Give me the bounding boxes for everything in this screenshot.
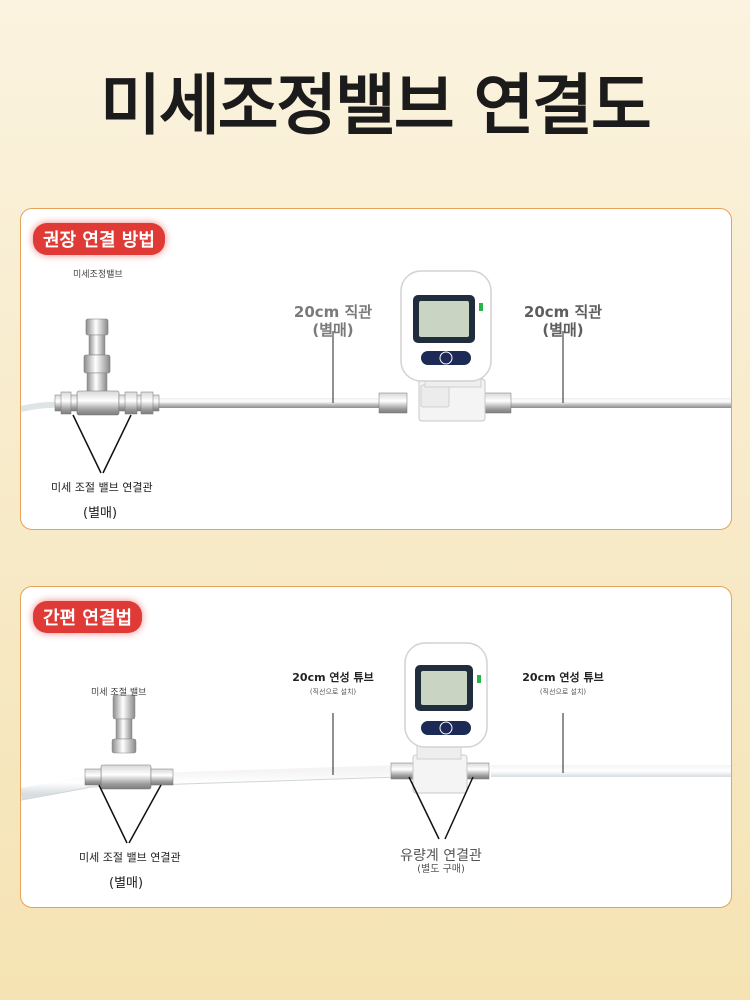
valve-fitting-left [54, 391, 78, 415]
leader-line-connector-right [102, 414, 132, 474]
tube-right-label: 20cm 직관 [523, 303, 603, 321]
leader-line-valve-right [128, 784, 162, 844]
soft-tube-left-edge [21, 776, 400, 801]
meter-connector-label: 유량계 연결관 [400, 848, 482, 864]
page-title: 미세조정밸브 연결도 [100, 67, 651, 144]
connector-sub: (별매) [83, 506, 118, 521]
soft-tube-right-label: 20cm 연성 튜브 [522, 671, 604, 684]
soft-tube-right [491, 765, 731, 777]
needle-valve [76, 318, 120, 416]
needle-valve-simple [84, 694, 174, 790]
steel-pipe-right [509, 398, 731, 408]
meter-fitting-left [378, 392, 408, 414]
tube-left-label: 20cm 직관 [293, 303, 373, 321]
valve-label-simple: 미세 조절 밸브 [91, 688, 147, 698]
tube-left-sub: (별매) [312, 321, 354, 339]
leader-line-meter-left [408, 776, 440, 840]
leader-line-meter-right [444, 776, 474, 840]
leader-line-connector-left [72, 414, 102, 474]
leader-line-valve-left [98, 784, 128, 844]
tube-right-sub: (별매) [542, 321, 584, 339]
soft-tube-left-label: 20cm 연성 튜브 [292, 671, 374, 684]
meter-fitting-right [482, 392, 512, 414]
recommended-method-badge: 권장 연결 방법 [33, 223, 165, 255]
valve-connector-label: 미세 조절 밸브 연결관 [79, 851, 181, 864]
valve-label: 미세조정밸브 [73, 270, 123, 280]
soft-tube-left-sub: (직선으로 설치) [309, 688, 357, 696]
valve-connector-sub: (별매) [109, 876, 144, 891]
soft-tube-right-sub: (직선으로 설치) [539, 688, 587, 696]
meter-connector-left [390, 762, 416, 780]
meter-connector-right [464, 762, 490, 780]
simple-connection-panel: 간편 연결법 미세 조절 밸브 20cm 연성 튜브 (직선으로 설치) 20c… [20, 586, 732, 908]
soft-tube-left [21, 765, 400, 800]
simple-method-badge: 간편 연결법 [33, 601, 143, 633]
recommended-connection-panel: 권장 연결 방법 미세조정밸브 20cm 직관 (별매) 20cm 직관 (별매… [20, 208, 732, 530]
valve-fitting-right [118, 391, 160, 415]
simple-connection-diagram [21, 642, 731, 844]
meter-connector-sub: (별도 구매) [417, 864, 465, 875]
steel-pipe-left [159, 398, 381, 408]
recommended-connection-diagram [21, 270, 731, 474]
connector-label: 미세 조절 밸브 연결관 [51, 481, 153, 494]
flow-meter [400, 270, 492, 422]
flow-meter-simple [404, 642, 488, 794]
